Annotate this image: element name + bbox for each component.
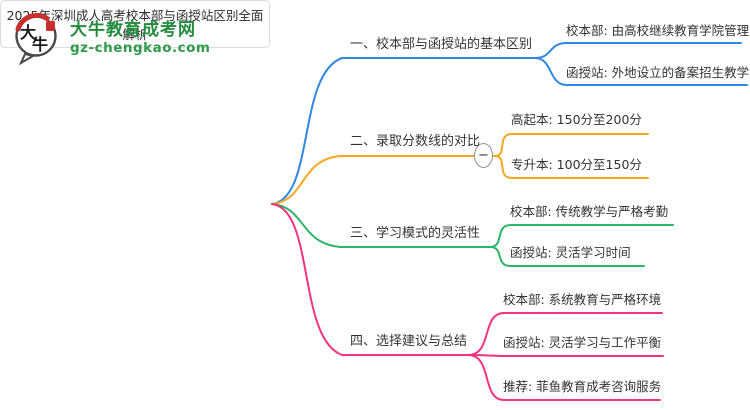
collapse-minus-button[interactable]: − — [474, 143, 493, 168]
logo-domain: gz-chengkao.com — [70, 40, 211, 57]
branch-2-child-1[interactable]: 高起本: 150分至200分 — [511, 112, 642, 127]
branch-1-child-1[interactable]: 校本部: 由高校继续教育学院管理 — [566, 23, 750, 38]
branch-2-label[interactable]: 二、录取分数线的对比 — [350, 134, 481, 149]
svg-text:大: 大 — [20, 23, 36, 42]
branch-2-child-2[interactable]: 专升本: 100分至150分 — [511, 157, 642, 172]
logo-title: 大牛教育成考网 — [70, 20, 196, 41]
branch-1-label[interactable]: 一、校本部与函授站的基本区别 — [350, 37, 533, 52]
branch-4-label[interactable]: 四、选择建议与总结 — [350, 334, 468, 349]
branch-4-child-3[interactable]: 推荐: 菲鱼教育成考咨询服务 — [503, 379, 662, 394]
branch-3-label[interactable]: 三、学习模式的灵活性 — [350, 226, 481, 241]
site-logo[interactable]: 大 牛 大牛教育成考网 gz-chengkao.com — [12, 12, 211, 66]
svg-text:牛: 牛 — [32, 35, 48, 54]
branch-3-child-2[interactable]: 函授站: 灵活学习时间 — [510, 245, 631, 260]
branch-4-child-1[interactable]: 校本部: 系统教育与严格环境 — [503, 292, 662, 307]
daniu-bull-seal-icon: 大 牛 — [15, 12, 57, 66]
branch-3-child-1[interactable]: 校本部: 传统教学与严格考勤 — [510, 204, 669, 219]
branch-1-child-2[interactable]: 函授站: 外地设立的备案招生教学点 — [566, 65, 750, 80]
branch-4-child-2[interactable]: 函授站: 灵活学习与工作平衡 — [503, 335, 662, 350]
